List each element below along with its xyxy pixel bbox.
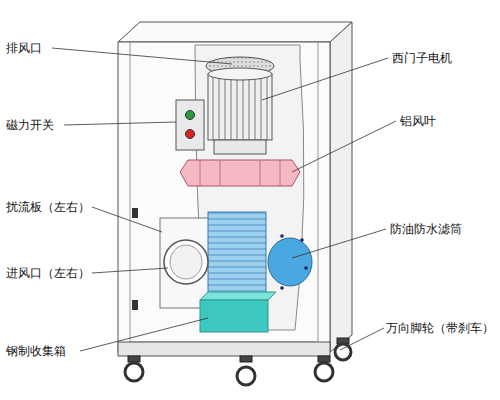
part-label: 磁力开关 [6,118,54,132]
caster-wheels [125,338,351,385]
part-label: 防油防水滤筒 [390,222,462,236]
cabinet [118,22,352,356]
part-label: 扰流板（左右） [6,200,90,214]
part-label: 万向脚轮（带刹车） [386,321,494,335]
leader-lines [52,48,396,351]
part-label: 进风口（左右） [6,266,90,280]
part-label: 排风口 [6,41,42,55]
part-label: 西门子电机 [392,51,452,65]
part-label: 铝风叶 [400,114,436,128]
part-label: 钢制收集箱 [6,344,66,358]
